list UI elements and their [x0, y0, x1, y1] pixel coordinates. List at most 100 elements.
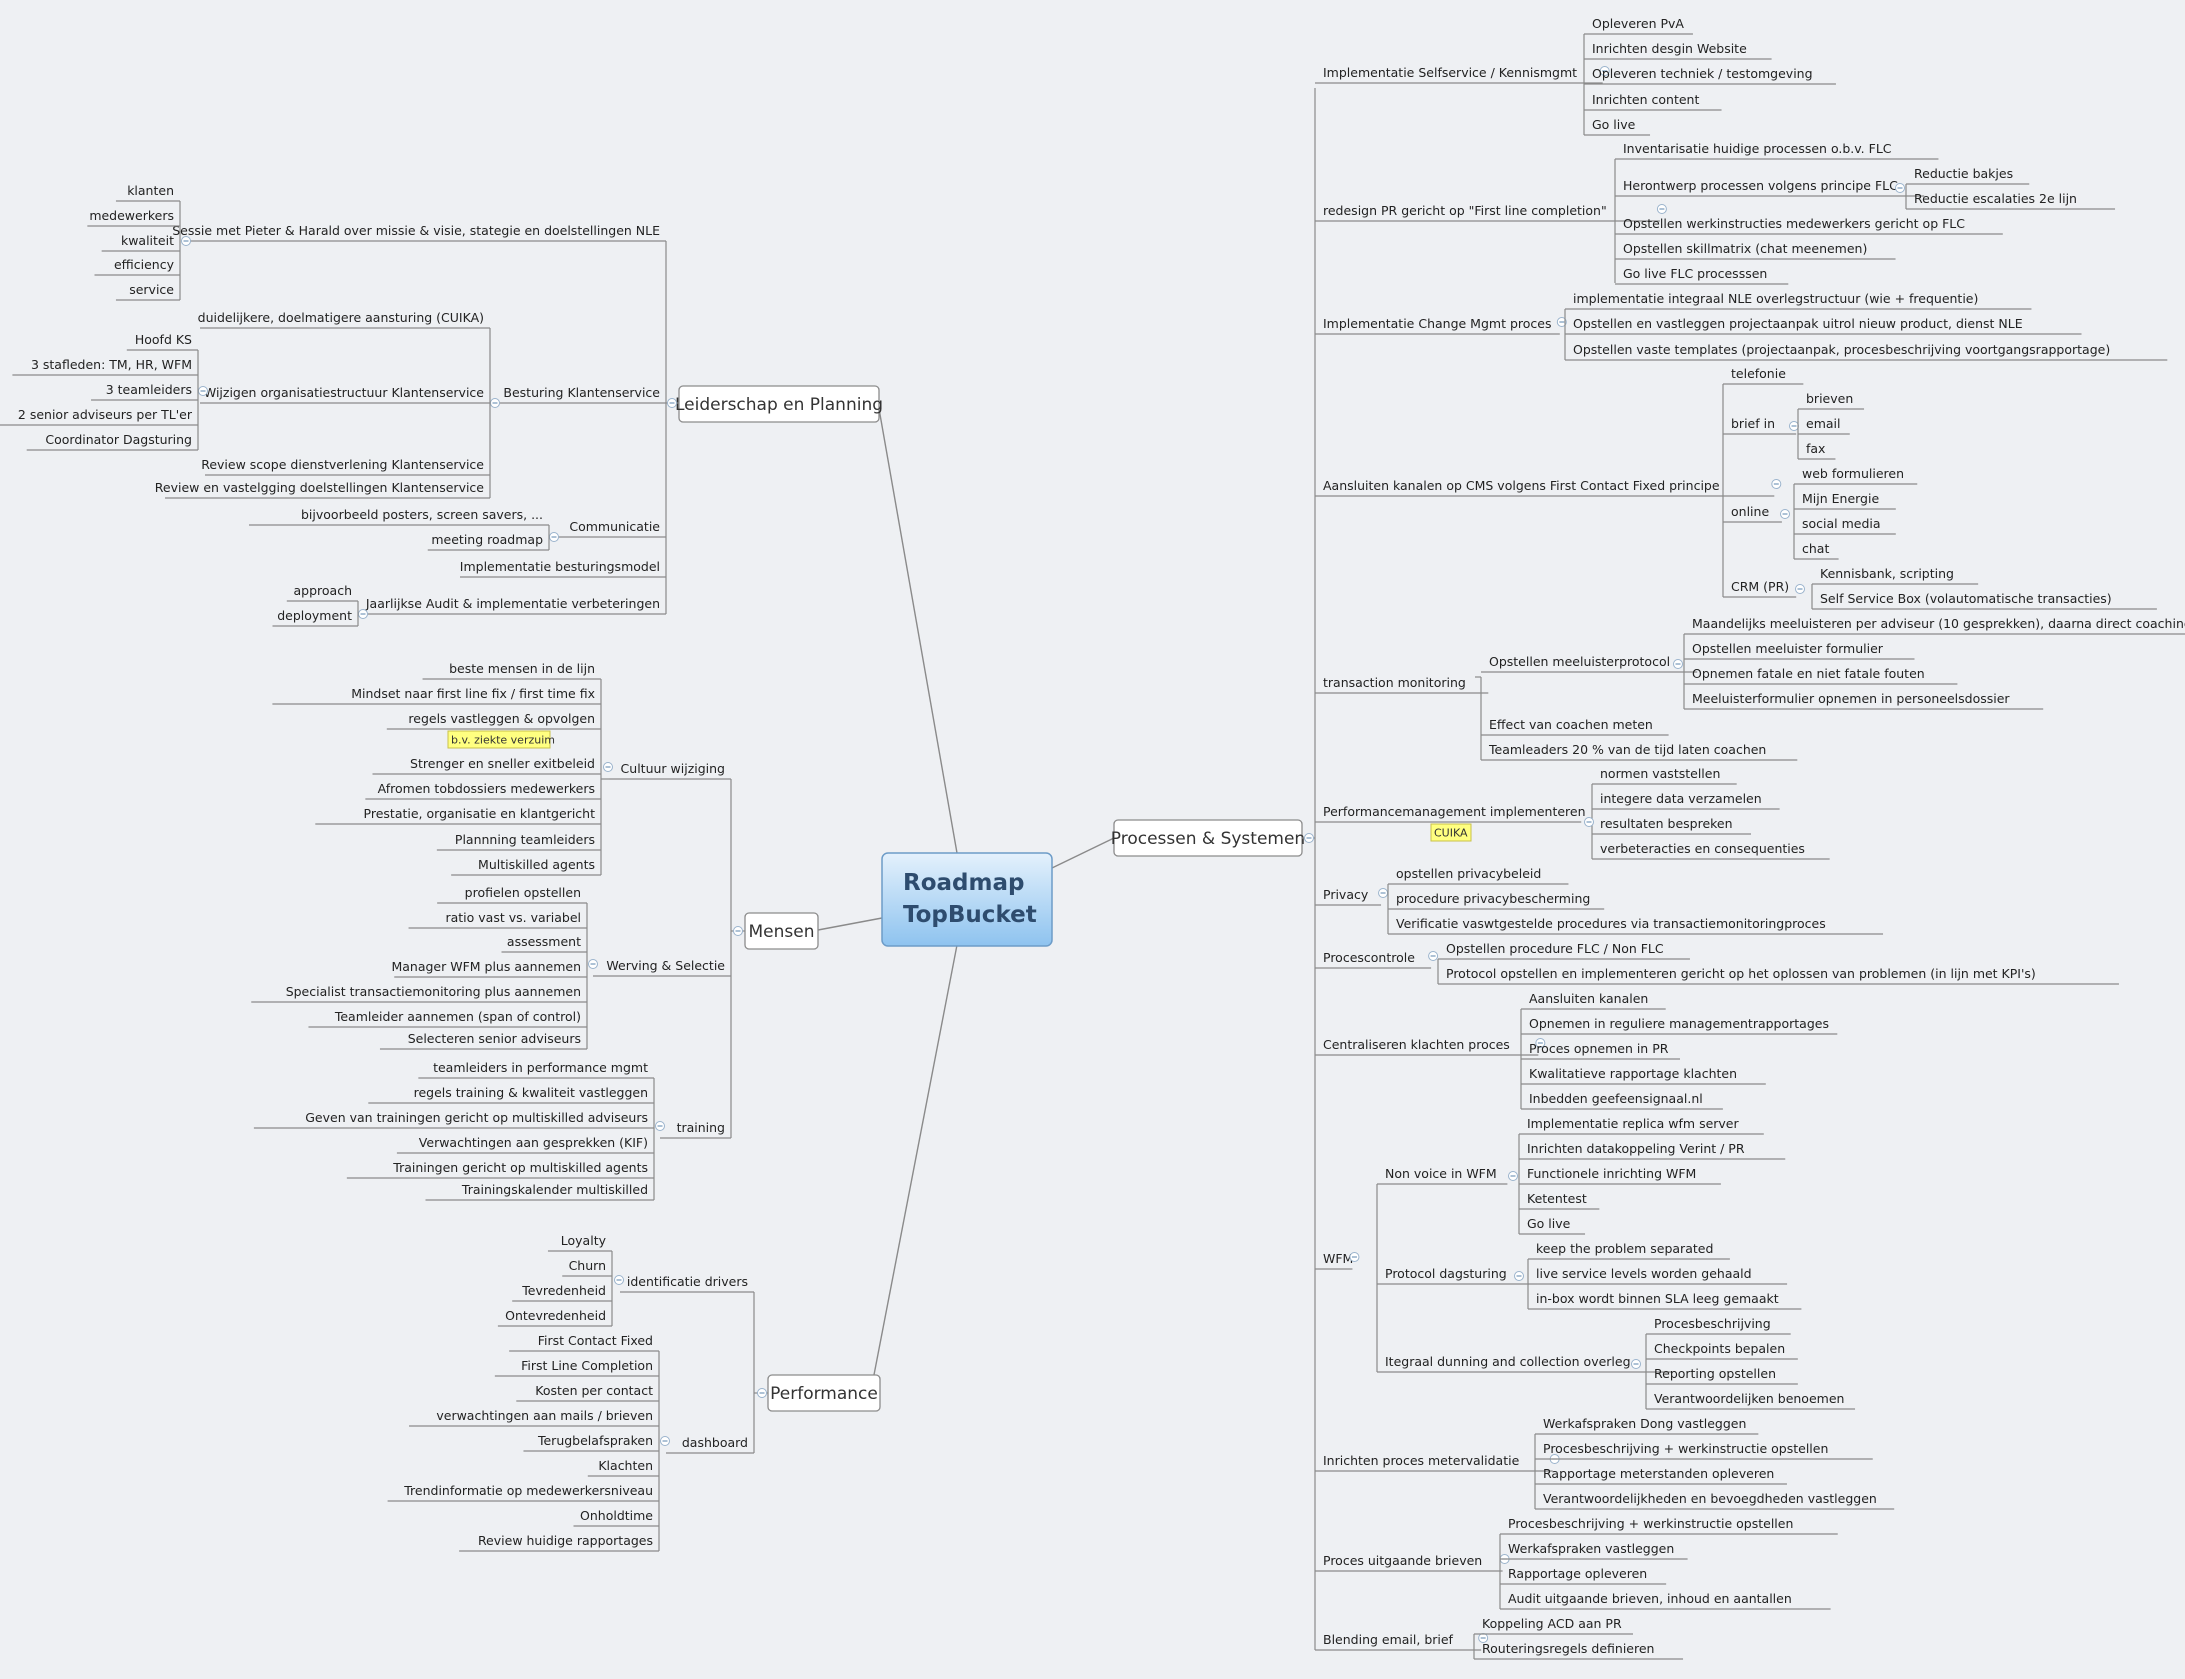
topic-r-k4b[interactable]: Self Service Box (volautomatische transa…: [1812, 591, 2157, 610]
topic-p-b7[interactable]: Trendinformatie op medewerkersniveau: [387, 1483, 659, 1502]
collapse-toggle-icon[interactable]: [588, 959, 598, 969]
topic-r-id1[interactable]: Procesbeschrijving: [1646, 1316, 1791, 1335]
topic-m-c6[interactable]: Prestatie, organisatie en klantgericht: [315, 806, 601, 825]
topic-r-klacht[interactable]: Centraliseren klachten proces: [1315, 1037, 1539, 1056]
collapse-toggle-icon[interactable]: [198, 386, 208, 396]
collapse-toggle-icon[interactable]: [549, 532, 559, 542]
topic-r-nv3[interactable]: Functionele inrichting WFM: [1519, 1166, 1721, 1185]
topic-r-tm1b[interactable]: Opstellen meeluister formulier: [1684, 641, 1915, 660]
main-topic-mensen[interactable]: Mensen: [744, 912, 819, 950]
topic-r-mv1[interactable]: Werkafspraken Dong vastleggen: [1535, 1416, 1759, 1435]
topic-p-b9[interactable]: Review huidige rapportages: [459, 1533, 659, 1552]
topic-m-cultuur[interactable]: Cultuur wijziging: [609, 761, 731, 780]
topic-l-sessie[interactable]: Sessie met Pieter & Harald over missie &…: [172, 223, 666, 242]
topic-m-w3[interactable]: assessment: [501, 934, 588, 953]
topic-m-c2[interactable]: Mindset naar first line fix / first time…: [272, 686, 601, 705]
topic-r-pv2[interactable]: procedure privacybescherming: [1388, 891, 1605, 910]
collapse-toggle-icon[interactable]: [1584, 817, 1594, 827]
topic-r-pv1[interactable]: opstellen privacybeleid: [1388, 866, 1569, 885]
topic-r-nv4[interactable]: Ketentest: [1519, 1191, 1600, 1210]
topic-r-pf1[interactable]: normen vaststellen: [1592, 766, 1737, 785]
topic-l-meeting[interactable]: meeting roadmap: [427, 532, 549, 551]
topic-l-senior2[interactable]: 2 senior adviseurs per TL'er: [0, 407, 198, 426]
collapse-toggle-icon[interactable]: [1349, 1252, 1360, 1262]
topic-r-redesign[interactable]: redesign PR gericht op "First line compl…: [1315, 203, 1660, 222]
topic-r-bl1[interactable]: Koppeling ACD aan PR: [1474, 1616, 1633, 1635]
topic-m-w1[interactable]: profielen opstellen: [437, 885, 587, 904]
topic-r-pv3[interactable]: Verificatie vaswtgestelde procedures via…: [1388, 916, 1884, 935]
topic-r-trans[interactable]: transaction monitoring: [1315, 675, 1489, 694]
topic-r-s3[interactable]: Opleveren techniek / testomgeving: [1584, 66, 1836, 85]
topic-p-ident[interactable]: identificatie drivers: [620, 1274, 754, 1293]
topic-m-c1[interactable]: beste mensen in de lijn: [422, 661, 601, 680]
topic-m-c5[interactable]: Afromen tobdossiers medewerkers: [365, 781, 601, 800]
topic-r-s4[interactable]: Inrichten content: [1584, 92, 1722, 111]
topic-l-review1[interactable]: Review scope dienstverlening Klantenserv…: [201, 457, 490, 476]
topic-m-t5[interactable]: Trainingen gericht op multiskilled agent…: [346, 1160, 654, 1179]
collapse-toggle-icon[interactable]: [733, 926, 743, 936]
topic-m-t4[interactable]: Verwachtingen aan gesprekken (KIF): [396, 1135, 654, 1154]
topic-r-k3d[interactable]: chat: [1794, 541, 1839, 560]
collapse-toggle-icon[interactable]: [1795, 584, 1805, 594]
topic-r-ch2[interactable]: Opstellen en vastleggen projectaanpak ui…: [1565, 316, 2082, 335]
topic-p-b4[interactable]: verwachtingen aan mails / brieven: [409, 1408, 659, 1427]
main-topic-performance[interactable]: Performance: [767, 1374, 881, 1412]
topic-r-wfm[interactable]: WFM: [1315, 1251, 1353, 1270]
topic-r-s1[interactable]: Opleveren PvA: [1584, 16, 1693, 35]
topic-r-tm3[interactable]: Teamleaders 20 % van de tijd laten coach…: [1481, 742, 1798, 761]
topic-r-id2[interactable]: Checkpoints bepalen: [1646, 1341, 1798, 1360]
topic-r-pc1[interactable]: Opstellen procedure FLC / Non FLC: [1438, 941, 1690, 960]
topic-m-w5[interactable]: Specialist transactiemonitoring plus aan…: [251, 984, 587, 1003]
topic-r-pd2[interactable]: live service levels worden gehaald: [1528, 1266, 1788, 1285]
topic-l-klanten[interactable]: klanten: [115, 183, 180, 202]
topic-p-b5[interactable]: Terugbelafspraken: [523, 1433, 659, 1452]
collapse-toggle-icon[interactable]: [181, 236, 191, 246]
topic-m-t6[interactable]: Trainingskalender multiskilled: [425, 1182, 655, 1201]
topic-r-selfservice[interactable]: Implementatie Selfservice / Kennismgmt: [1315, 65, 1603, 84]
collapse-toggle-icon[interactable]: [655, 1121, 665, 1131]
topic-r-mv4[interactable]: Verantwoordelijkheden en bevoegdheden va…: [1535, 1491, 1895, 1510]
topic-m-t1[interactable]: teamleiders in performance mgmt: [418, 1060, 654, 1079]
topic-p-b3[interactable]: Kosten per contact: [516, 1383, 659, 1402]
topic-l-staf[interactable]: 3 stafleden: TM, HR, WFM: [12, 357, 198, 376]
topic-r-s5[interactable]: Go live: [1584, 117, 1651, 136]
topic-r-s2[interactable]: Inrichten desgin Website: [1584, 41, 1772, 60]
topic-r-kl5[interactable]: Inbedden geefeensignaal.nl: [1521, 1091, 1723, 1110]
topic-l-audit[interactable]: Jaarlijkse Audit & implementatie verbete…: [363, 596, 666, 615]
topic-r-nv5[interactable]: Go live: [1519, 1216, 1586, 1235]
topic-r-pb3[interactable]: Rapportage opleveren: [1500, 1566, 1667, 1585]
collapse-toggle-icon[interactable]: [1656, 204, 1667, 214]
topic-r-nv1[interactable]: Implementatie replica wfm server: [1519, 1116, 1764, 1135]
topic-r-r1[interactable]: Inventarisatie huidige processen o.b.v. …: [1615, 141, 1939, 160]
topic-r-blend[interactable]: Blending email, brief: [1315, 1632, 1482, 1651]
topic-r-pf2[interactable]: integere data verzamelen: [1592, 791, 1780, 810]
topic-r-nv[interactable]: Non voice in WFM: [1377, 1166, 1508, 1185]
topic-r-privacy[interactable]: Privacy: [1315, 887, 1382, 906]
topic-r-pb4[interactable]: Audit uitgaande brieven, inhoud en aanta…: [1500, 1591, 1831, 1610]
topic-r-perf[interactable]: Performancemanagement implementeren: [1315, 804, 1586, 823]
topic-p-dash[interactable]: dashboard: [666, 1435, 754, 1454]
topic-r-k3[interactable]: online: [1723, 504, 1782, 523]
collapse-toggle-icon[interactable]: [660, 1436, 670, 1446]
topic-l-implbest[interactable]: Implementatie besturingsmodel: [460, 559, 666, 578]
topic-r-id4[interactable]: Verantwoordelijken benoemen: [1646, 1391, 1856, 1410]
topic-r-bl2[interactable]: Routeringsregels definieren: [1474, 1641, 1684, 1660]
topic-l-posters[interactable]: bijvoorbeeld posters, screen savers, ...: [249, 507, 549, 526]
collapse-toggle-icon[interactable]: [1304, 833, 1314, 843]
topic-r-kl4[interactable]: Kwalitatieve rapportage klachten: [1521, 1066, 1766, 1085]
collapse-toggle-icon[interactable]: [1673, 659, 1683, 669]
topic-r-id3[interactable]: Reporting opstellen: [1646, 1366, 1798, 1385]
topic-l-team3[interactable]: 3 teamleiders: [91, 382, 198, 401]
collapse-toggle-icon[interactable]: [614, 1275, 624, 1285]
topic-m-w7[interactable]: Selecteren senior adviseurs: [379, 1031, 587, 1050]
collapse-toggle-icon[interactable]: [1789, 421, 1799, 431]
collapse-toggle-icon[interactable]: [603, 762, 613, 772]
topic-r-brief[interactable]: Proces uitgaande brieven: [1315, 1553, 1503, 1572]
topic-l-communicatie[interactable]: Communicatie: [553, 519, 666, 538]
topic-r-meter[interactable]: Inrichten proces metervalidatie: [1315, 1453, 1553, 1472]
collapse-toggle-icon[interactable]: [1895, 183, 1905, 193]
topic-m-training[interactable]: training: [660, 1120, 731, 1139]
topic-r-r5[interactable]: Go live FLC processsen: [1615, 266, 1789, 285]
topic-r-k2c[interactable]: fax: [1798, 441, 1836, 460]
topic-m-c3[interactable]: regels vastleggen & opvolgen: [386, 711, 601, 730]
